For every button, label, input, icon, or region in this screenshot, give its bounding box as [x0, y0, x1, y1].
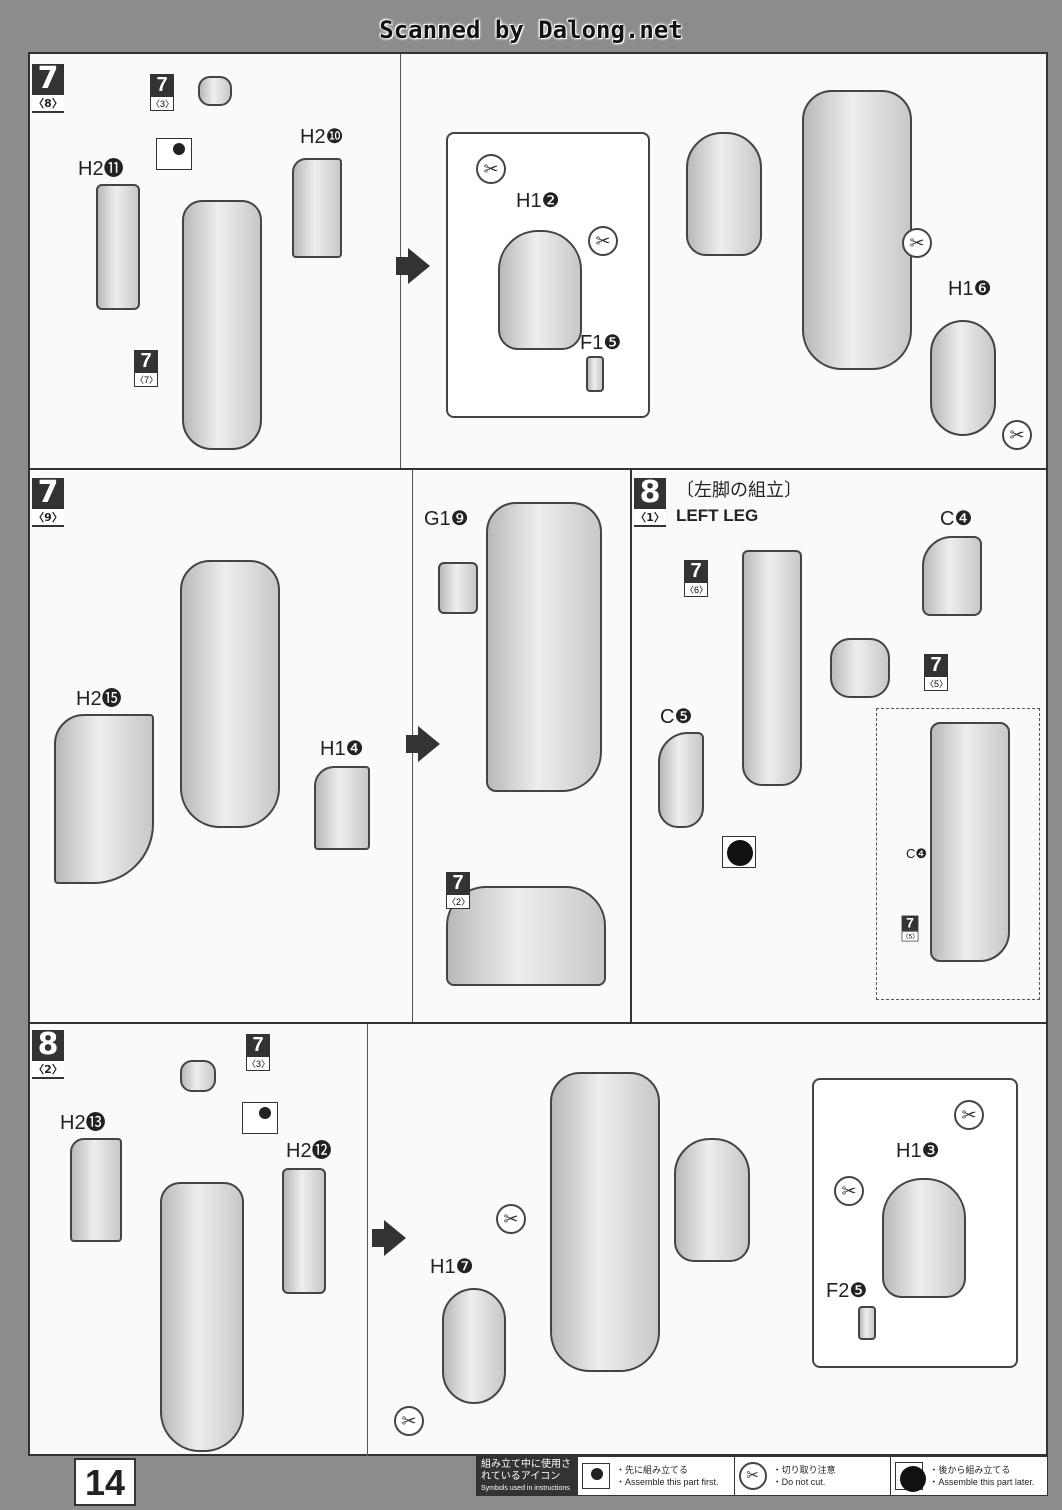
detail-inset — [876, 708, 1040, 1000]
small-part — [858, 1306, 876, 1340]
ref-badge: 7〈3〉 — [246, 1034, 271, 1071]
part-label: H1❻ — [948, 278, 992, 300]
foot-part — [446, 886, 606, 986]
next-arrow — [396, 248, 430, 284]
armor-part — [96, 184, 140, 310]
do-not-cut-icon: ✂ — [588, 226, 618, 256]
part-label: H1❷ — [516, 190, 560, 212]
joint-part — [180, 1060, 216, 1092]
do-not-cut-icon: ✂ — [394, 1406, 424, 1436]
leg-assembly — [486, 502, 602, 792]
step-badge: 7〈8〉 — [32, 64, 64, 113]
divider — [367, 1024, 368, 1456]
do-not-cut-icon: ✂ — [496, 1204, 526, 1234]
step-badge: 8〈1〉 — [634, 478, 666, 527]
part-label: H2⓭ — [60, 1112, 106, 1134]
ref-badge: 7〈5〉 — [901, 915, 919, 942]
part-label: C❺ — [660, 706, 693, 728]
step-badge: 8〈2〉 — [32, 1030, 64, 1079]
ref-badge: 7〈5〉 — [924, 654, 949, 691]
part-label: F1❺ — [580, 332, 622, 354]
page-number: 14 — [74, 1458, 136, 1506]
leg-frame — [742, 550, 802, 786]
do-not-cut-icon: ✂ — [476, 154, 506, 184]
part-label: H2⓯ — [76, 688, 122, 710]
assemble-first-icon — [156, 138, 192, 170]
part-label: H1❼ — [430, 1256, 474, 1278]
small-part — [586, 356, 604, 392]
leg-frame — [160, 1182, 244, 1452]
legend-item: ・先に組み立てる・Assemble this part first. — [577, 1457, 734, 1495]
do-not-cut-icon: ✂ — [738, 1462, 767, 1490]
do-not-cut-icon: ✂ — [834, 1176, 864, 1206]
armor-part — [314, 766, 370, 850]
divider — [30, 1022, 1046, 1024]
armor-part — [930, 320, 996, 436]
part-label: C❹ — [906, 846, 928, 861]
leg-assembly — [550, 1072, 660, 1372]
divider — [630, 470, 632, 1022]
assemble-later-icon — [895, 1462, 927, 1492]
leg-assembly — [930, 722, 1010, 962]
part-label: H2⓫ — [78, 158, 124, 180]
part-label: C❹ — [940, 508, 973, 530]
joint-part — [830, 638, 890, 698]
do-not-cut-icon: ✂ — [902, 228, 932, 258]
watermark: Scanned by Dalong.net — [379, 16, 683, 44]
divider — [30, 468, 1046, 470]
assemble-first-icon — [242, 1102, 278, 1134]
next-arrow — [406, 726, 440, 762]
armor-part — [674, 1138, 750, 1262]
part-label: H1❸ — [896, 1140, 940, 1162]
leg-assembly — [802, 90, 912, 370]
assemble-first-icon — [582, 1463, 610, 1489]
part-label: G1❾ — [424, 508, 469, 530]
armor-part — [54, 714, 154, 884]
armor-part — [882, 1178, 966, 1298]
step-title-en: LEFT LEG — [676, 506, 759, 525]
step-title-jp: 〔左脚の組立〕 — [676, 480, 802, 500]
assemble-later-icon — [722, 836, 756, 868]
instruction-sheet: 7〈8〉 7〈3〉 H2⓫ H2❿ 7〈7〉 ✂ ✂ H1❷ F1❺ ✂ H1❻… — [28, 52, 1048, 1456]
armor-part — [292, 158, 342, 258]
armor-part — [498, 230, 582, 350]
leg-assembly — [180, 560, 280, 828]
joint-part — [198, 76, 232, 106]
ref-badge: 7〈2〉 — [446, 872, 471, 909]
part-label: H2⓬ — [286, 1140, 332, 1162]
legend-item: ✂ ・切り取り注意・Do not cut. — [733, 1457, 891, 1495]
next-arrow — [372, 1220, 406, 1256]
step-badge: 7〈9〉 — [32, 478, 64, 527]
armor-part — [658, 732, 704, 828]
armor-part — [282, 1168, 326, 1294]
armor-part — [922, 536, 982, 616]
do-not-cut-icon: ✂ — [1002, 420, 1032, 450]
part-label: F2❺ — [826, 1280, 868, 1302]
armor-part — [70, 1138, 122, 1242]
part-label: H2❿ — [300, 126, 344, 148]
do-not-cut-icon: ✂ — [954, 1100, 984, 1130]
armor-part — [438, 562, 478, 614]
legend-item: ・後から組み立てる・Assemble this part later. — [890, 1457, 1047, 1495]
ref-badge: 7〈7〉 — [134, 350, 159, 387]
ref-badge: 7〈6〉 — [684, 560, 709, 597]
leg-frame — [182, 200, 262, 450]
part-label: H1❹ — [320, 738, 364, 760]
ref-badge: 7〈3〉 — [150, 74, 175, 111]
armor-part — [442, 1288, 506, 1404]
armor-part — [686, 132, 762, 256]
